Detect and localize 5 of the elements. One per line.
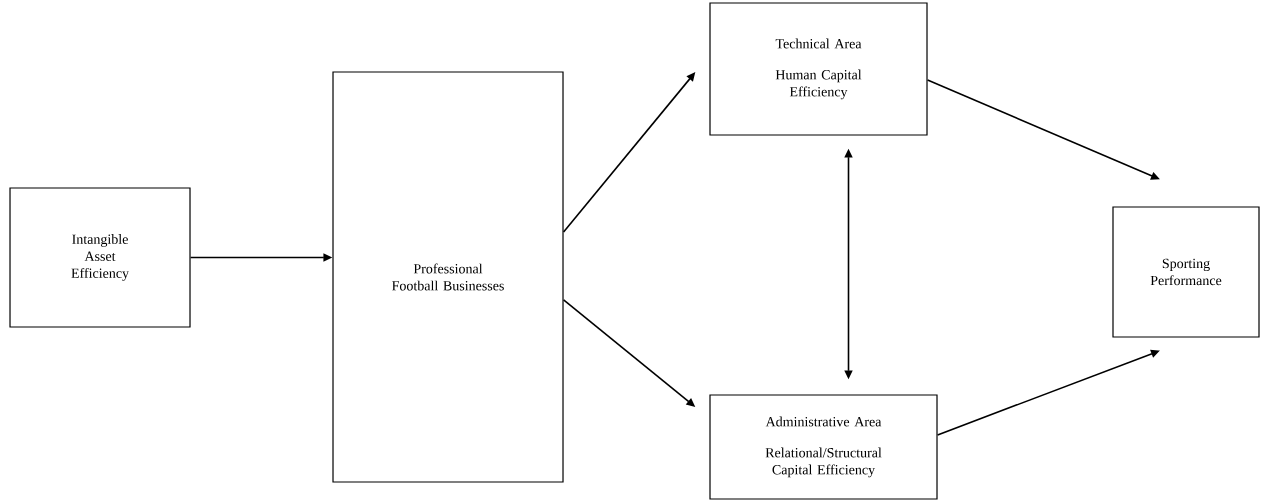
- box: Sporting Performance: [1112, 206, 1260, 338]
- box: Intangible Asset Efficiency: [9, 187, 191, 328]
- box: Administrative Area Relational/Structural Capital Efficiency: [709, 394, 938, 500]
- box: Professional Football Businesses: [332, 71, 564, 483]
- box: Technical Area Human Capital Efficiency: [709, 2, 928, 136]
